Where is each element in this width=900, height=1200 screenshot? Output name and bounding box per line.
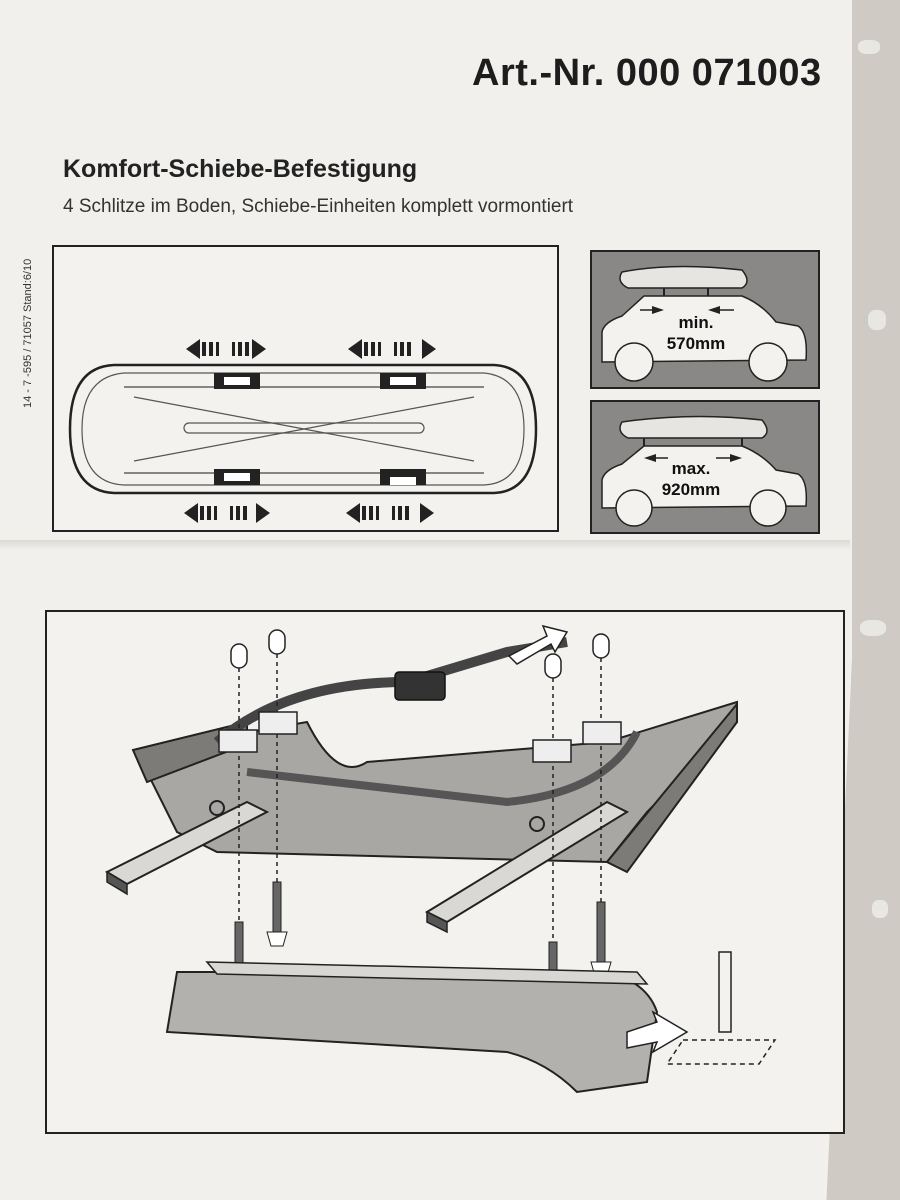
mounting-illustration — [104, 624, 777, 1094]
car-min-diagram — [601, 265, 808, 382]
insert-arrow-icon — [626, 1010, 689, 1054]
clamp-block-icon — [218, 729, 258, 753]
knob-icon — [230, 643, 248, 669]
knob-icon — [268, 629, 286, 655]
double-arrow-icon — [348, 339, 436, 359]
slot-clamp-icon — [380, 373, 426, 389]
car-max-diagram — [601, 415, 808, 527]
strap-buckle-icon — [394, 671, 446, 701]
page-title: Komfort-Schiebe-Befestigung — [63, 155, 418, 183]
side-code: 14 - 7 -595 / 71057 Stand:6/10 — [22, 258, 34, 408]
article-number: Art.-Nr. 000 071003 — [472, 52, 822, 94]
roof-bar — [165, 971, 659, 1094]
pull-arrow-icon — [507, 624, 569, 665]
screw-icon — [266, 881, 288, 947]
t-bolt-icon — [665, 1039, 777, 1065]
screw-icon — [590, 901, 612, 977]
min-width-label: min. 570mm — [666, 313, 726, 353]
double-arrow-icon — [186, 339, 266, 359]
mounting-illustration-panel — [45, 610, 845, 1134]
max-width-label: max. 920mm — [661, 459, 721, 499]
double-arrow-icon — [184, 503, 270, 523]
knob-icon — [544, 653, 562, 679]
slot-clamp-icon — [214, 373, 260, 389]
car-max-width-panel — [590, 400, 820, 534]
clamp-block-icon — [258, 711, 298, 735]
car-min-width-panel — [590, 250, 820, 389]
roof-box-top-view — [68, 339, 538, 523]
slot-clamp-icon — [214, 469, 260, 485]
clamp-block-icon — [532, 739, 572, 763]
paper-fold — [0, 540, 850, 550]
slot-clamp-icon — [380, 469, 426, 485]
roof-box-top-view-panel — [52, 245, 559, 532]
double-arrow-icon — [346, 503, 434, 523]
clamp-block-icon — [582, 721, 622, 745]
page-subtitle: 4 Schlitze im Boden, Schiebe-Einheiten k… — [63, 196, 574, 217]
knob-icon — [592, 633, 610, 659]
